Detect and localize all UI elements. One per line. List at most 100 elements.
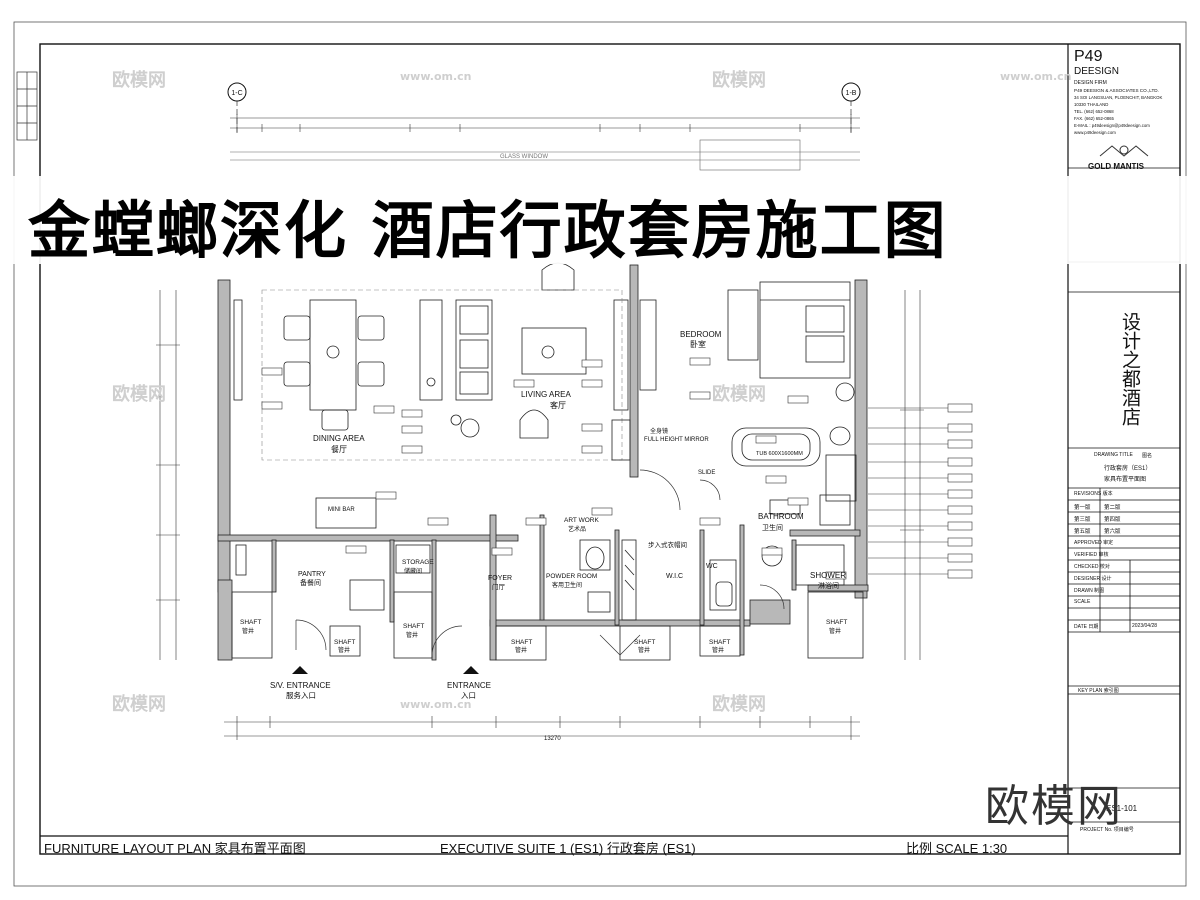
shaft-cn-5: 管井 [638,646,650,654]
pantry-storage-fixtures [235,419,737,621]
logo-text: GOLD MANTIS [1088,162,1144,171]
label-powder: POWDER ROOM [546,573,597,580]
outer-frame [13,21,1187,887]
label-artwork: ART WORK [564,517,599,524]
key-plan-label: KEY PLAN 索引图 [1078,688,1119,694]
sv-entrance-arrow [292,666,308,674]
project-vertical-title: 设计之都酒店 [1119,312,1141,426]
firm-address: 34 SOI LANGSUAN, PLOENCHIT, BANGKOK [1074,95,1163,100]
shaft-6 [699,625,741,657]
left-dimension-chain [156,290,180,660]
shaft-label-4: SHAFT [511,639,532,646]
approved-label: APPROVED 审定 [1074,540,1114,546]
label-pantry: PANTRY [298,571,326,578]
shaft-label-1: SHAFT [240,619,261,626]
scale-label: SCALE [1074,599,1091,605]
label-entrance-cn: 入口 [461,691,476,700]
entrance-arrow [463,666,479,674]
shaft-label-5: SHAFT [634,639,655,646]
drawing-title-value2: 家具布置平面图 [1104,477,1147,483]
label-minibar: MINI BAR [328,507,355,513]
left-stamp-boxes [16,71,38,141]
bathroom-fixtures [731,426,857,586]
label-bathroom-cn: 卫生间 [762,523,783,532]
bottom-scale: 比例 SCALE 1:30 [906,841,1008,856]
shaft-7 [807,591,864,659]
watermark-6: 欧模网 [712,694,766,715]
watermark-4: 欧模网 [712,384,766,405]
label-wic-cn: 步入式衣帽间 [648,540,687,549]
watermark-large: 欧模网 [985,781,1123,832]
firm-web: www.p49deesign.com [1074,130,1116,135]
label-tub: TUB 600X1600MM [756,451,803,457]
living-furniture [450,262,629,439]
label-shower-cn: 淋浴间 [818,581,839,590]
rev2: 第二版 [1104,505,1121,511]
label-wic: W.I.C [666,573,683,580]
designer-label: DESIGNER 设计 [1074,576,1112,582]
watermark-url-2: www.om.cn [1000,70,1072,83]
label-entrance: ENTRANCE [447,681,491,690]
banner-title: 金螳螂深化 酒店行政套房施工图 [28,194,948,267]
watermark-url-3: www.om.cn [400,698,472,711]
watermark-3: 欧模网 [112,384,166,405]
walls [217,264,869,661]
shaft-label-3: SHAFT [403,623,424,630]
design-firm-label: DESIGN FIRM [1074,80,1107,86]
revisions-label: REVISIONS 版本 [1074,491,1113,497]
label-shower: SHOWER [810,571,846,580]
label-mirror-cn: 全身镜 [650,427,668,435]
label-mirror: FULL HEIGHT MIRROR [644,437,709,443]
rev6: 第六版 [1104,529,1121,535]
shaft-labels-cn: 管井 管井 管井 管井 管井 管井 管井 [242,627,841,654]
shaft-labels: SHAFT SHAFT SHAFT SHAFT SHAFT SHAFT SHAF… [240,619,847,646]
shaft-5 [619,625,671,661]
door-swings [295,469,785,657]
date-value: 2023/04/28 [1132,623,1158,629]
label-bedroom: BEDROOM [680,330,722,339]
label-living: LIVING AREA [521,390,571,399]
banner-overlay [0,176,1200,264]
label-wc: WC [706,563,718,570]
right-callout-tags [868,403,973,579]
label-foyer: FOYER [488,575,512,582]
label-pantry-cn: 备餐间 [300,578,321,587]
firm-postcode: 10330 THAILAND [1074,102,1109,107]
label-powder-cn: 客用卫生间 [552,581,582,589]
label-sv-entrance-cn: 服务入口 [286,690,316,700]
shaft-cn-6: 管井 [712,646,724,654]
inner-frame [39,43,1181,855]
shaft-cn-4: 管井 [515,646,527,654]
label-sv-entrance: S/V. ENTRANCE [270,681,331,690]
rev5: 第五版 [1074,529,1091,535]
shaft-3 [393,591,433,659]
drawing-title-cn: 图名 [1142,453,1153,459]
firm-fax: FAX. (662) 652-0865 [1074,116,1114,121]
shaft-label-7: SHAFT [826,619,847,626]
shaft-cn-2: 管井 [338,646,350,654]
drawing-title-value: 行政套房（ES1） [1104,466,1152,472]
titleblock-lines [1068,167,1180,823]
drawing-title-label: DRAWING TITLE [1094,452,1133,458]
shaft-cn-3: 管井 [406,631,418,639]
firm-name: P49 DEESIGN & ASSOCIATES CO.,LTD. [1074,88,1159,93]
firm-tel: TEL. (662) 652-0868 [1074,109,1114,114]
watermark-5: 欧模网 [112,694,166,715]
bottom-dimension-chain [224,716,860,740]
label-foyer-cn: 门厅 [492,582,506,591]
gold-mantis-logo-mark [1099,145,1149,157]
dining-furniture [233,299,443,431]
project-number-label: PROJECT No. 项目编号 [1080,827,1134,833]
rev4: 第四版 [1104,517,1121,523]
label-artwork-cn: 艺术品 [568,525,586,533]
grid-label-left: 1-C [231,90,242,97]
sheet-number: ES1-101 [1106,804,1138,813]
firm-email: E-MAIL : p49deesign@p49deesign.com [1074,123,1150,128]
shaft-label-6: SHAFT [709,639,730,646]
brand-sub: DEESIGN [1074,66,1120,77]
shaft-2 [329,625,361,657]
plan-callout-tags [261,357,847,580]
rev3: 第三版 [1074,517,1091,523]
bedroom-furniture [639,281,855,402]
label-dining-cn: 餐厅 [331,445,347,454]
